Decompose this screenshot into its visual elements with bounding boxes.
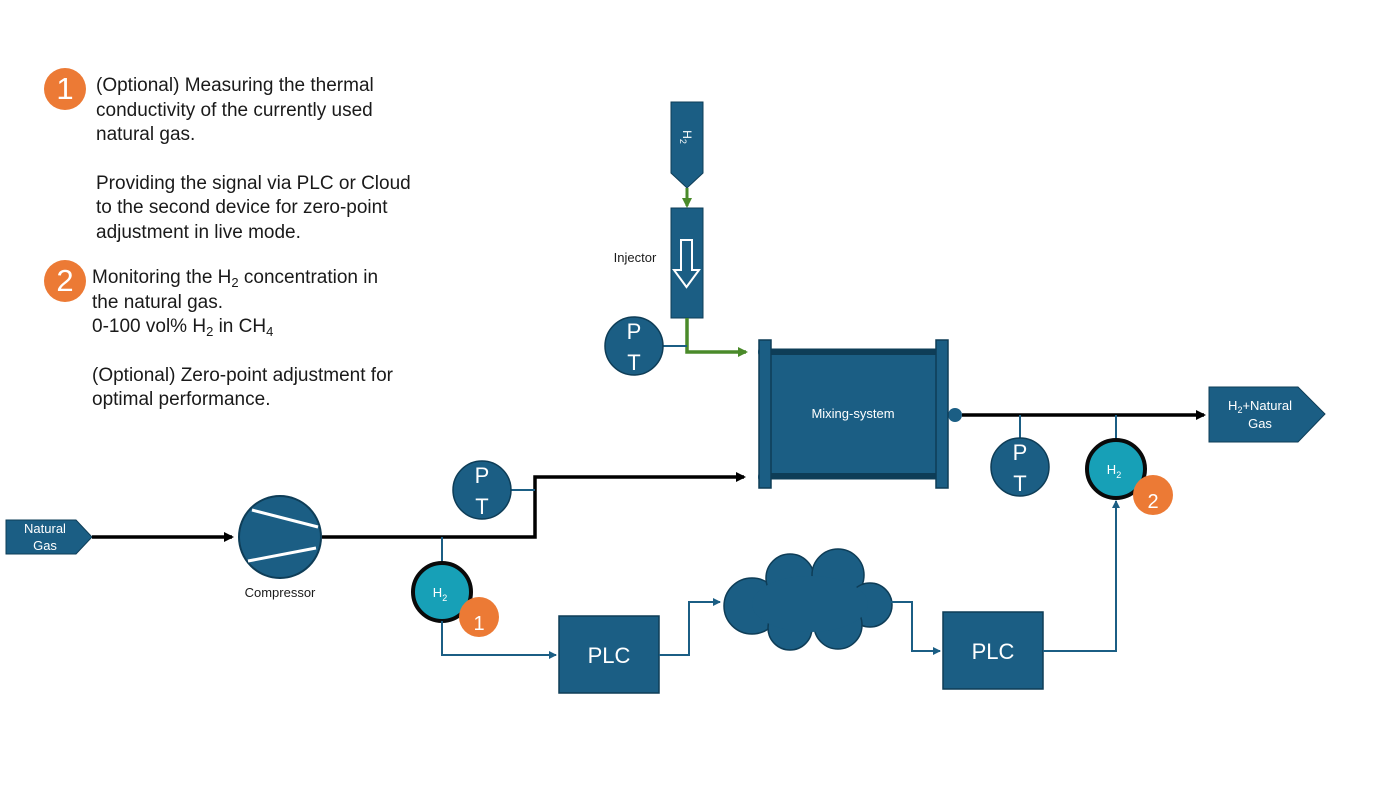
gas-line <box>322 472 746 539</box>
note-1-line: (Optional) Measuring the thermal <box>96 75 374 96</box>
svg-text:H2: H2 <box>1107 462 1121 480</box>
mixing-label: Mixing-system <box>811 406 894 421</box>
natural-gas-inlet: Natural Gas <box>5 519 93 555</box>
note-2-line: optimal performance. <box>92 389 271 410</box>
svg-text:1: 1 <box>473 613 484 635</box>
svg-text:P: P <box>1013 440 1028 465</box>
plc-right: PLC <box>942 611 1044 690</box>
outlet-label: H2+Natural <box>1228 398 1292 415</box>
injector-arrow-icon <box>672 239 701 289</box>
svg-text:H2: H2 <box>433 585 447 603</box>
note-1-line: Providing the signal via PLC or Cloud <box>96 172 411 194</box>
svg-text:H2: H2 <box>678 130 694 144</box>
plc-left: PLC <box>558 615 660 694</box>
h2-sensor-2: H2 2 <box>1085 438 1173 515</box>
pressure-temperature-sensor: P T <box>604 316 664 376</box>
h2-sensor-1: H2 1 <box>411 561 499 637</box>
compressor-label: Compressor <box>245 585 316 600</box>
natural-gas-label: Gas <box>33 538 57 553</box>
note-1-line: adjustment in live mode. <box>96 221 301 243</box>
note-2-badge: 2 <box>44 260 86 302</box>
plc-label: PLC <box>972 639 1015 664</box>
svg-text:2: 2 <box>1147 491 1158 513</box>
signal-line <box>659 598 721 656</box>
cloud <box>723 548 893 651</box>
sensor-2-badge <box>1133 475 1173 515</box>
note-1-text: (Optional) Measuring the thermal conduct… <box>96 74 411 245</box>
pressure-temperature-sensor: P T <box>990 437 1050 497</box>
svg-text:T: T <box>627 350 640 375</box>
svg-text:P: P <box>627 319 642 344</box>
signal-line <box>441 621 557 659</box>
injector: Injector <box>614 207 704 319</box>
pressure-temperature-sensor: P T <box>452 460 512 520</box>
h2-supply-tank: H2 <box>670 101 704 189</box>
svg-text:T: T <box>1013 471 1026 496</box>
signal-line <box>880 601 941 655</box>
note-2-text: Monitoring the H2 concentration in the n… <box>92 266 393 413</box>
note-2-line: Monitoring the H2 concentration in <box>92 267 379 290</box>
svg-text:T: T <box>475 494 488 519</box>
natural-gas-label: Natural <box>24 521 66 536</box>
note-2-line: 0-100 vol% H2 in CH4 <box>92 316 274 339</box>
compressor: Compressor <box>238 495 322 600</box>
h2-line <box>685 318 748 357</box>
outlet-label: Gas <box>1248 416 1272 431</box>
injector-label: Injector <box>614 250 657 265</box>
plc-label: PLC <box>588 643 631 668</box>
signal-line <box>1043 500 1120 652</box>
note-1-badge: 1 <box>44 68 86 110</box>
note-2-line: the natural gas. <box>92 291 223 313</box>
sensor-1-badge <box>459 597 499 637</box>
mixing-system: Mixing-system <box>758 339 962 489</box>
mixed-gas-outlet: H2+Natural Gas <box>1208 386 1326 443</box>
note-1-line: natural gas. <box>96 124 196 145</box>
note-1-line: conductivity of the currently used <box>96 99 373 121</box>
note-2-line: (Optional) Zero-point adjustment for <box>92 364 393 386</box>
svg-text:P: P <box>475 463 490 488</box>
note-1-line: to the second device for zero-point <box>96 197 388 218</box>
